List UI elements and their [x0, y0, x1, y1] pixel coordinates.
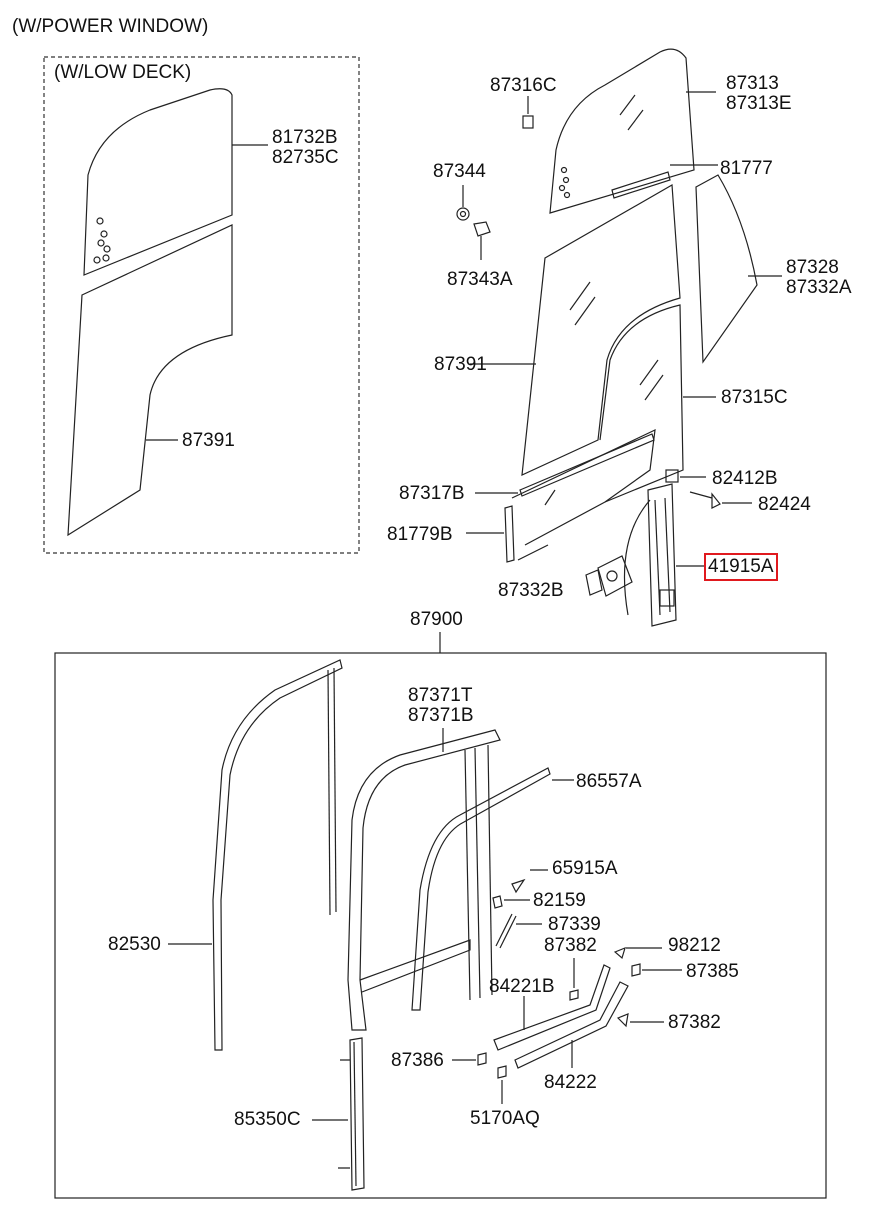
- part-label[interactable]: 87339: [548, 914, 601, 935]
- part-label[interactable]: 87316C: [490, 75, 557, 96]
- part-label[interactable]: 81777: [720, 158, 773, 179]
- upper-glass-left: [83, 88, 268, 276]
- part-label[interactable]: 87386: [391, 1050, 444, 1071]
- part-label[interactable]: 84222: [544, 1072, 597, 1093]
- part-label[interactable]: 87385: [686, 961, 739, 982]
- part-label[interactable]: 87315C: [721, 387, 788, 408]
- part-label[interactable]: 82412B: [712, 468, 778, 489]
- part-87316C: [522, 115, 534, 129]
- window-regulator: [585, 483, 704, 627]
- part-label[interactable]: 86557A: [576, 771, 642, 792]
- part-label[interactable]: 5170AQ: [470, 1108, 540, 1129]
- weatherstrip-82530: [212, 659, 343, 1051]
- part-label[interactable]: 87900: [410, 609, 463, 630]
- part-label[interactable]: 98212: [668, 935, 721, 956]
- part-label[interactable]: 87332B: [498, 580, 564, 601]
- clip-87344: [456, 185, 470, 221]
- clip-87343A: [473, 221, 491, 260]
- part-label[interactable]: 82424: [758, 494, 811, 515]
- part-label[interactable]: 87382: [544, 935, 597, 956]
- part-label[interactable]: 82159: [533, 890, 586, 911]
- part-label[interactable]: 84221B: [489, 976, 555, 997]
- low-deck-box: [43, 56, 360, 554]
- part-label[interactable]: 81779B: [387, 524, 453, 545]
- part-label[interactable]: 87391: [434, 354, 487, 375]
- lower-glass-left: [67, 224, 233, 537]
- upper-glass-right: [549, 48, 716, 214]
- header-low-deck: (W/LOW DECK): [54, 62, 192, 83]
- part-label[interactable]: 87391: [182, 430, 235, 451]
- part-label[interactable]: 65915A: [552, 858, 618, 879]
- part-label[interactable]: 87317B: [399, 483, 465, 504]
- part-label[interactable]: 82530: [108, 934, 161, 955]
- part-82412B: [665, 469, 679, 483]
- part-label[interactable]: 87343A: [447, 269, 513, 290]
- part-label[interactable]: 87344: [433, 161, 486, 182]
- assembly-box: [54, 652, 827, 1199]
- part-label-highlighted[interactable]: 41915A: [704, 553, 778, 581]
- part-label[interactable]: 85350C: [234, 1109, 301, 1130]
- part-label[interactable]: 87382: [668, 1012, 721, 1033]
- header-power-window: (W/POWER WINDOW): [12, 16, 209, 37]
